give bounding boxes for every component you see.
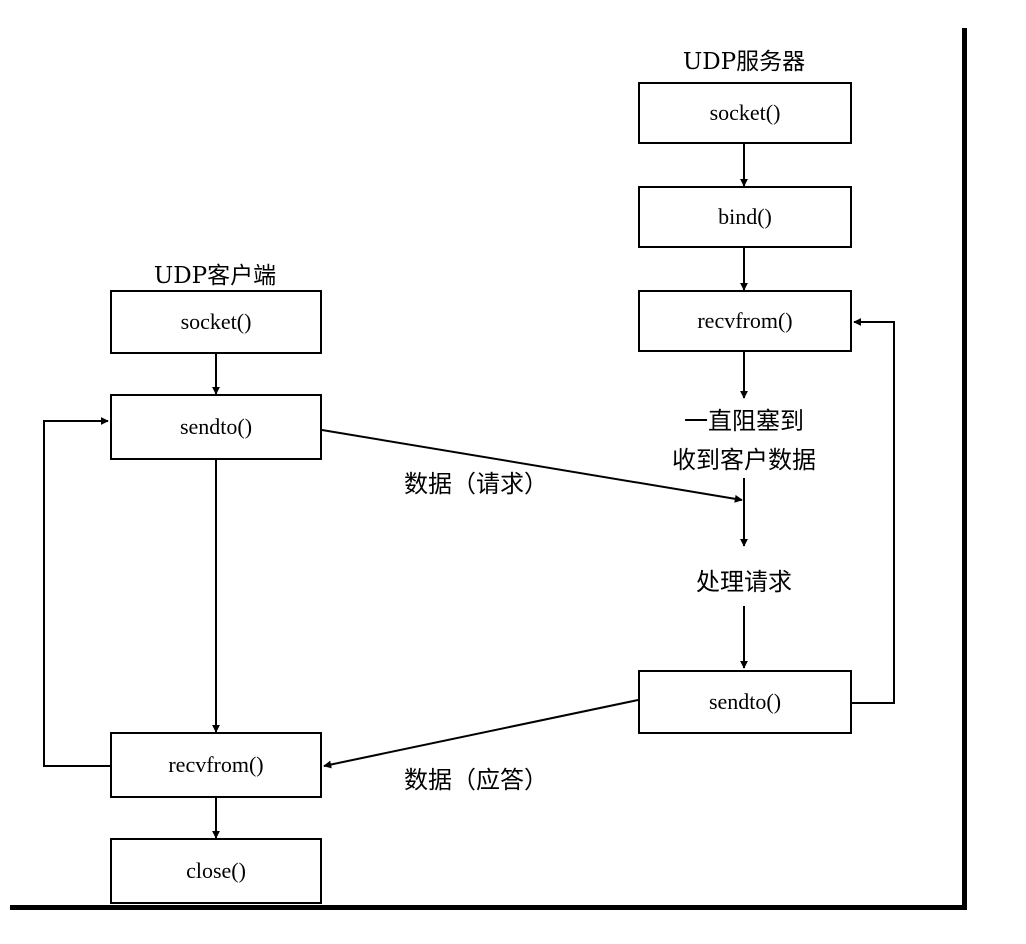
- client-title: UDP客户端: [153, 263, 277, 289]
- arrow-response-data: [323, 699, 639, 769]
- right-border-line: [962, 28, 967, 910]
- server-bind-box: bind(): [638, 186, 852, 248]
- client-socket-box: socket(): [110, 290, 322, 354]
- server-process-label: 处理请求: [696, 568, 792, 596]
- server-socket-box: socket(): [638, 82, 852, 144]
- arrow-server-loop-back: [852, 318, 895, 704]
- request-data-label: 数据（请求）: [404, 470, 548, 498]
- client-recvfrom-box: recvfrom(): [110, 732, 322, 798]
- client-close-box: close(): [110, 838, 322, 904]
- server-title: UDP服务器: [682, 49, 806, 75]
- server-blocking-line1: 一直阻塞到: [684, 407, 804, 435]
- client-sendto-box: sendto(): [110, 394, 322, 460]
- bottom-border-line: [10, 905, 967, 910]
- server-blocking-line2: 收到客户数据: [672, 446, 816, 474]
- server-sendto-box: sendto(): [638, 670, 852, 734]
- response-data-label: 数据（应答）: [404, 766, 548, 794]
- server-recvfrom-box: recvfrom(): [638, 290, 852, 352]
- arrow-client-loop-back: [43, 417, 110, 767]
- arrow-request-data: [321, 429, 743, 503]
